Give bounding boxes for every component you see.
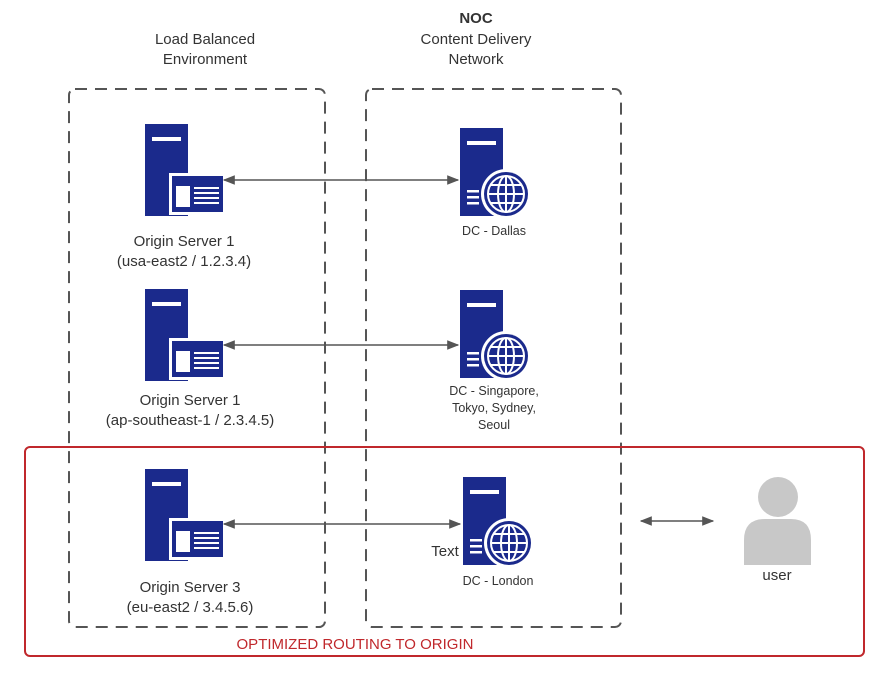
origin-server-name: Origin Server 1 xyxy=(134,233,235,250)
optimized-routing-label: OPTIMIZED ROUTING TO ORIGIN xyxy=(237,636,474,653)
origin-server-name: Origin Server 1 xyxy=(140,392,241,409)
user-label: user xyxy=(762,567,791,584)
origin-server-name: Origin Server 3 xyxy=(140,579,241,596)
globe-server-icon xyxy=(463,477,534,568)
stray-text-label: Text xyxy=(431,543,459,560)
globe-server-icon xyxy=(460,128,531,219)
noc-title-line2: Network xyxy=(448,51,504,68)
noc-group-box xyxy=(365,88,622,628)
origin-server-detail: (usa-east2 / 1.2.3.4) xyxy=(117,253,251,270)
origin-server-detail: (eu-east2 / 3.4.5.6) xyxy=(127,599,254,616)
user-icon xyxy=(744,477,811,565)
datacenter-label: DC - Dallas xyxy=(462,224,526,238)
datacenter-label: DC - London xyxy=(463,574,534,588)
origin-server-detail: (ap-southeast-1 / 2.3.4.5) xyxy=(106,412,274,429)
load-balanced-title-line1: Load Balanced xyxy=(155,31,255,48)
globe-server-icon xyxy=(460,290,531,381)
optimized-routing-box xyxy=(24,446,865,657)
datacenter-label: Tokyo, Sydney, xyxy=(452,401,536,415)
web-server-icon xyxy=(145,124,226,216)
datacenter-label: Seoul xyxy=(478,418,510,432)
datacenter-label: DC - Singapore, xyxy=(449,384,539,398)
web-server-icon xyxy=(145,469,226,561)
noc-title-bold: NOC xyxy=(459,10,493,27)
web-server-icon xyxy=(145,289,226,381)
load-balanced-title-line2: Environment xyxy=(163,51,248,68)
load-balanced-group-box xyxy=(68,88,326,628)
noc-title-line1: Content Delivery xyxy=(421,31,532,48)
